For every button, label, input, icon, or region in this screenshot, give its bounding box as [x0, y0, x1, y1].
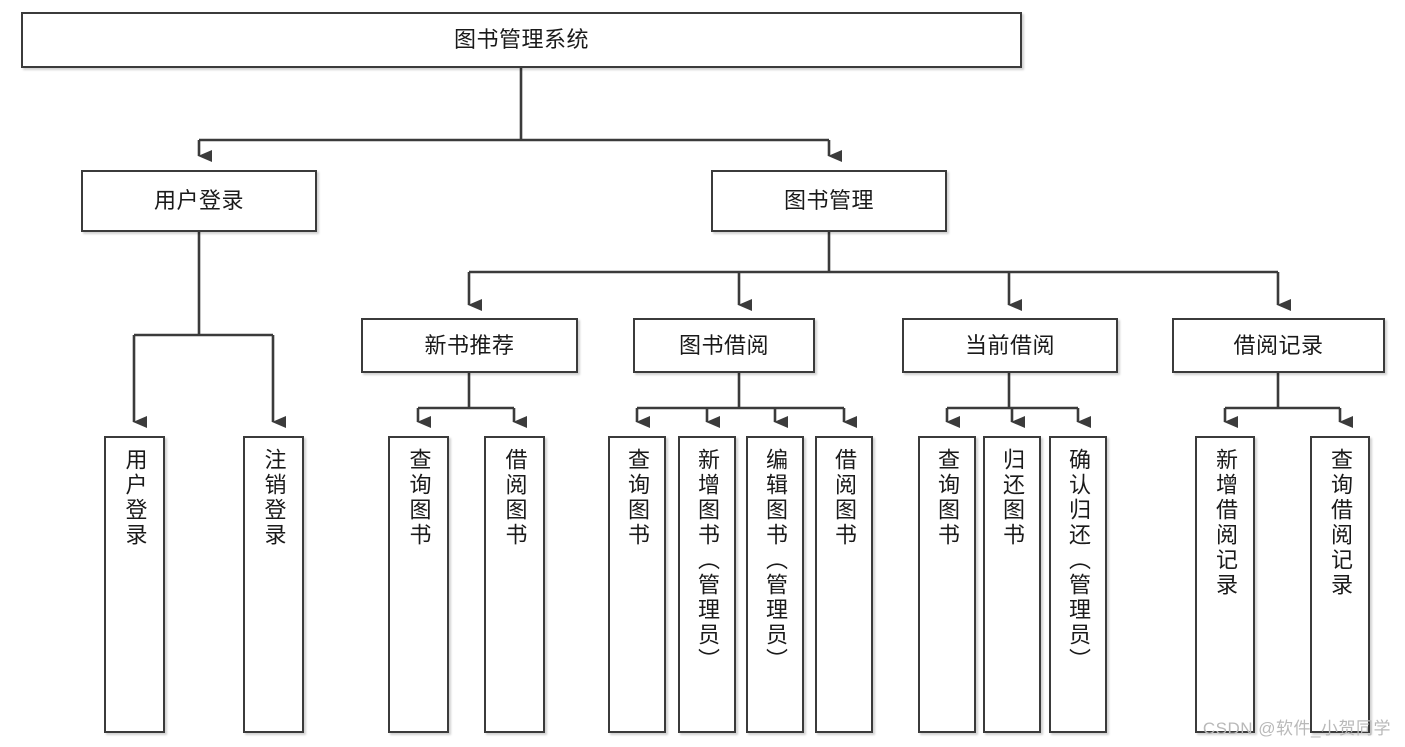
node-leaf-borrow-book-recommend-label: 借阅图书 [502, 448, 528, 548]
node-user-login-label: 用户登录 [153, 188, 244, 214]
node-borrow-record[interactable]: 借阅记录 [1172, 318, 1385, 373]
node-leaf-add-record[interactable]: 新增借阅记录 [1195, 436, 1255, 733]
node-leaf-query-book-borrow[interactable]: 查询图书 [608, 436, 666, 733]
node-leaf-query-record[interactable]: 查询借阅记录 [1310, 436, 1370, 733]
node-book-manage-label: 图书管理 [783, 188, 874, 214]
node-leaf-confirm-return-label: 确认归还（管理员） [1066, 448, 1091, 673]
node-leaf-query-book-borrow-label: 查询图书 [625, 448, 650, 548]
node-leaf-query-book-current[interactable]: 查询图书 [918, 436, 976, 733]
node-leaf-add-record-label: 新增借阅记录 [1213, 448, 1238, 598]
node-leaf-query-record-label: 查询借阅记录 [1328, 448, 1353, 598]
node-user-login[interactable]: 用户登录 [81, 170, 317, 232]
node-leaf-logout[interactable]: 注销登录 [243, 436, 304, 733]
node-leaf-return-book-label: 归还图书 [1000, 448, 1025, 548]
node-leaf-query-book-recommend[interactable]: 查询图书 [388, 436, 449, 733]
node-leaf-add-book-label: 新增图书（管理员） [695, 448, 720, 673]
node-leaf-edit-book[interactable]: 编辑图书（管理员） [746, 436, 804, 733]
node-book-borrow-label: 图书借阅 [678, 332, 769, 358]
node-new-book-recommend[interactable]: 新书推荐 [361, 318, 578, 373]
node-leaf-confirm-return[interactable]: 确认归还（管理员） [1049, 436, 1107, 733]
node-book-manage[interactable]: 图书管理 [711, 170, 947, 232]
node-leaf-add-book[interactable]: 新增图书（管理员） [678, 436, 736, 733]
node-root-label: 图书管理系统 [453, 27, 589, 53]
node-leaf-user-login[interactable]: 用户登录 [104, 436, 165, 733]
node-current-borrow[interactable]: 当前借阅 [902, 318, 1118, 373]
node-leaf-logout-label: 注销登录 [261, 448, 287, 548]
node-leaf-edit-book-label: 编辑图书（管理员） [763, 448, 788, 673]
node-root[interactable]: 图书管理系统 [21, 12, 1022, 68]
node-borrow-record-label: 借阅记录 [1233, 332, 1324, 358]
node-leaf-borrow-book-label: 借阅图书 [832, 448, 857, 548]
node-leaf-query-book-current-label: 查询图书 [935, 448, 960, 548]
node-leaf-return-book[interactable]: 归还图书 [983, 436, 1041, 733]
csdn-watermark: CSDN @软件_小贺同学 [1202, 719, 1391, 738]
node-current-borrow-label: 当前借阅 [964, 332, 1055, 358]
node-leaf-borrow-book[interactable]: 借阅图书 [815, 436, 873, 733]
node-leaf-borrow-book-recommend[interactable]: 借阅图书 [484, 436, 545, 733]
node-leaf-user-login-label: 用户登录 [122, 448, 148, 548]
node-new-book-recommend-label: 新书推荐 [424, 332, 515, 358]
node-book-borrow[interactable]: 图书借阅 [633, 318, 815, 373]
node-leaf-query-book-recommend-label: 查询图书 [406, 448, 432, 548]
